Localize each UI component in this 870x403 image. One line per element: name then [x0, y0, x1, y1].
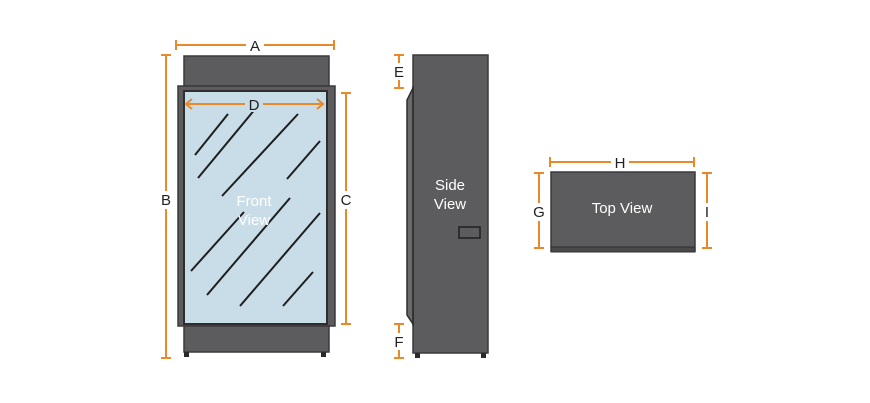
- side-vent: [458, 226, 481, 239]
- dimension-b-label: B: [161, 192, 171, 209]
- top-view-label: Top View: [592, 200, 653, 217]
- dimension-h-label: H: [615, 155, 626, 172]
- top-dimension-label-backgrounds: [530, 154, 714, 221]
- top-door-strip: [550, 246, 696, 253]
- top-dimensions: [534, 157, 712, 249]
- dimension-g-label: G: [533, 204, 545, 221]
- side-view: Side View: [406, 54, 489, 358]
- front-foot-left: [184, 352, 189, 357]
- side-door-profile: [406, 87, 414, 327]
- front-base: [183, 325, 330, 353]
- dimension-a-label: A: [250, 38, 260, 55]
- dimension-c-label: C: [341, 192, 352, 209]
- side-foot-right: [481, 353, 486, 358]
- side-view-label-line2: View: [434, 196, 466, 213]
- side-view-label-line1: Side: [435, 177, 465, 194]
- side-cabinet: [412, 54, 489, 354]
- side-dimensions: [394, 54, 404, 359]
- top-cabinet: [550, 171, 696, 252]
- top-view: Top View: [550, 171, 696, 253]
- dimension-f-label: F: [394, 334, 403, 351]
- front-view-label-line2: View: [238, 212, 270, 229]
- side-foot-left: [415, 353, 420, 358]
- dimension-d-label: D: [249, 97, 260, 114]
- front-view: Front View: [177, 55, 336, 357]
- front-dimension-label-backgrounds: [157, 37, 355, 209]
- front-header: [183, 55, 330, 87]
- front-glass-door: [183, 90, 328, 325]
- front-foot-right: [321, 352, 326, 357]
- dimension-i-label: I: [705, 204, 709, 221]
- side-dimension-label-backgrounds: [391, 63, 407, 350]
- front-view-label-line1: Front: [236, 193, 272, 210]
- dimension-d-label-bg: [245, 96, 263, 112]
- dimension-e-label: E: [394, 64, 404, 81]
- glass-reflection-lines: [190, 107, 321, 307]
